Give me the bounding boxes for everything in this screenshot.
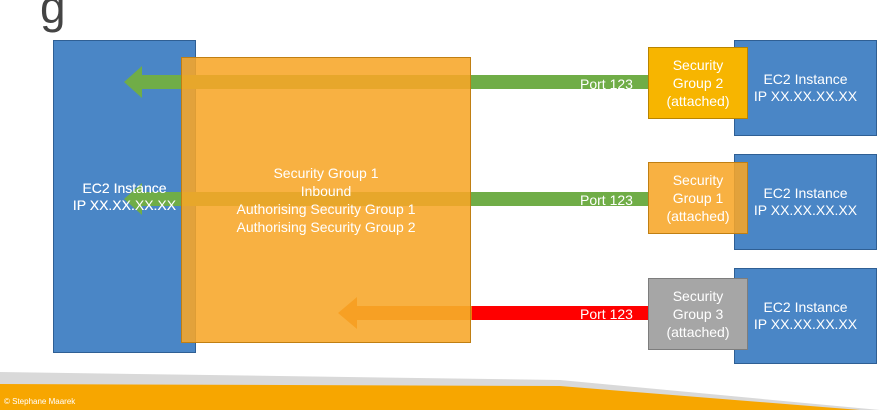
security-group-3-line-1: Security	[672, 288, 724, 304]
ec2-instance-row-1-name: EC2 Instance	[763, 71, 848, 87]
ec2-instance-row-3-ip: IP XX.XX.XX.XX	[753, 316, 858, 332]
ec2-instance-row-2: EC2 Instance IP XX.XX.XX.XX	[734, 154, 877, 250]
security-group-2-attached: Security Group 2 (attached)	[648, 47, 748, 119]
ec2-instance-row-1: EC2 Instance IP XX.XX.XX.XX	[734, 40, 877, 136]
security-group-3-line-3: (attached)	[666, 324, 730, 340]
security-group-1-rule-2: Authorising Security Group 2	[236, 219, 416, 235]
slide-title-fragment: g	[40, 0, 66, 33]
port-label-row-3: Port 123	[580, 306, 633, 322]
security-group-2-line-1: Security	[672, 57, 724, 73]
left-ec2-instance-name: EC2 Instance	[82, 179, 167, 196]
security-group-1-direction: Inbound	[300, 183, 352, 199]
ec2-instance-row-1-ip: IP XX.XX.XX.XX	[753, 88, 858, 104]
left-ec2-instance-ip-overlay: IP XX.XX.XX.XX	[72, 197, 177, 213]
security-group-2-line-3: (attached)	[666, 93, 730, 109]
ec2-instance-row-2-ip: IP XX.XX.XX.XX	[753, 202, 858, 218]
security-group-1-main: Security Group 1 Inbound Authorising Sec…	[181, 57, 471, 343]
security-group-1-attached-line-2: Group 1	[672, 190, 724, 206]
security-group-1-attached: Security Group 1 (attached)	[648, 162, 748, 234]
port-label-row-1: Port 123	[580, 76, 633, 92]
security-group-2-line-2: Group 2	[672, 75, 724, 91]
security-group-1-attached-line-1: Security	[672, 172, 724, 188]
copyright-text: © Stephane Maarek	[4, 397, 76, 406]
left-ec2-instance-label-overlay: EC2 Instance IP XX.XX.XX.XX	[53, 170, 196, 224]
ec2-instance-row-2-name: EC2 Instance	[763, 185, 848, 201]
security-group-3-line-2: Group 3	[672, 306, 724, 322]
port-label-row-2: Port 123	[580, 192, 633, 208]
security-group-1-title: Security Group 1	[273, 165, 379, 181]
security-group-3-attached: Security Group 3 (attached)	[648, 278, 748, 350]
ec2-instance-row-3: EC2 Instance IP XX.XX.XX.XX	[734, 268, 877, 364]
ec2-instance-row-3-name: EC2 Instance	[763, 299, 848, 315]
security-group-1-attached-line-3: (attached)	[666, 208, 730, 224]
security-group-1-rule-1: Authorising Security Group 1	[236, 201, 416, 217]
left-ec2-instance-name-overlay: EC2 Instance	[82, 180, 167, 196]
